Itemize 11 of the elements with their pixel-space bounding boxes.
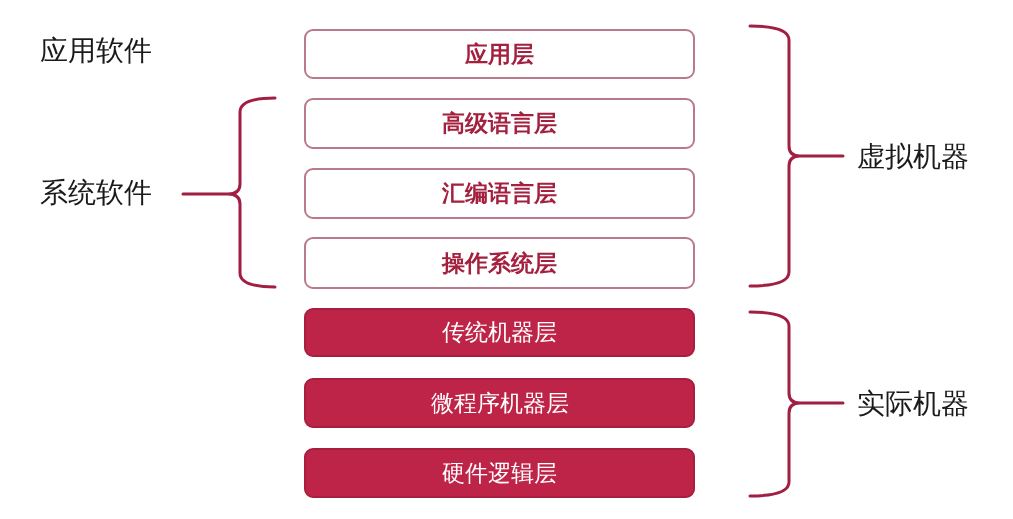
layer-box: 操作系统层 [304,237,695,289]
layer-box: 传统机器层 [304,308,695,357]
bracket-label: 虚拟机器 [857,143,969,171]
bracket-label: 系统软件 [40,179,152,207]
bracket-label: 应用软件 [40,37,152,65]
layer-box: 应用层 [304,29,695,79]
layer-box: 微程序机器层 [304,378,695,428]
layer-box: 高级语言层 [304,98,695,149]
layer-box: 汇编语言层 [304,168,695,219]
layer-box: 硬件逻辑层 [304,448,695,498]
bracket-label: 实际机器 [857,390,969,418]
